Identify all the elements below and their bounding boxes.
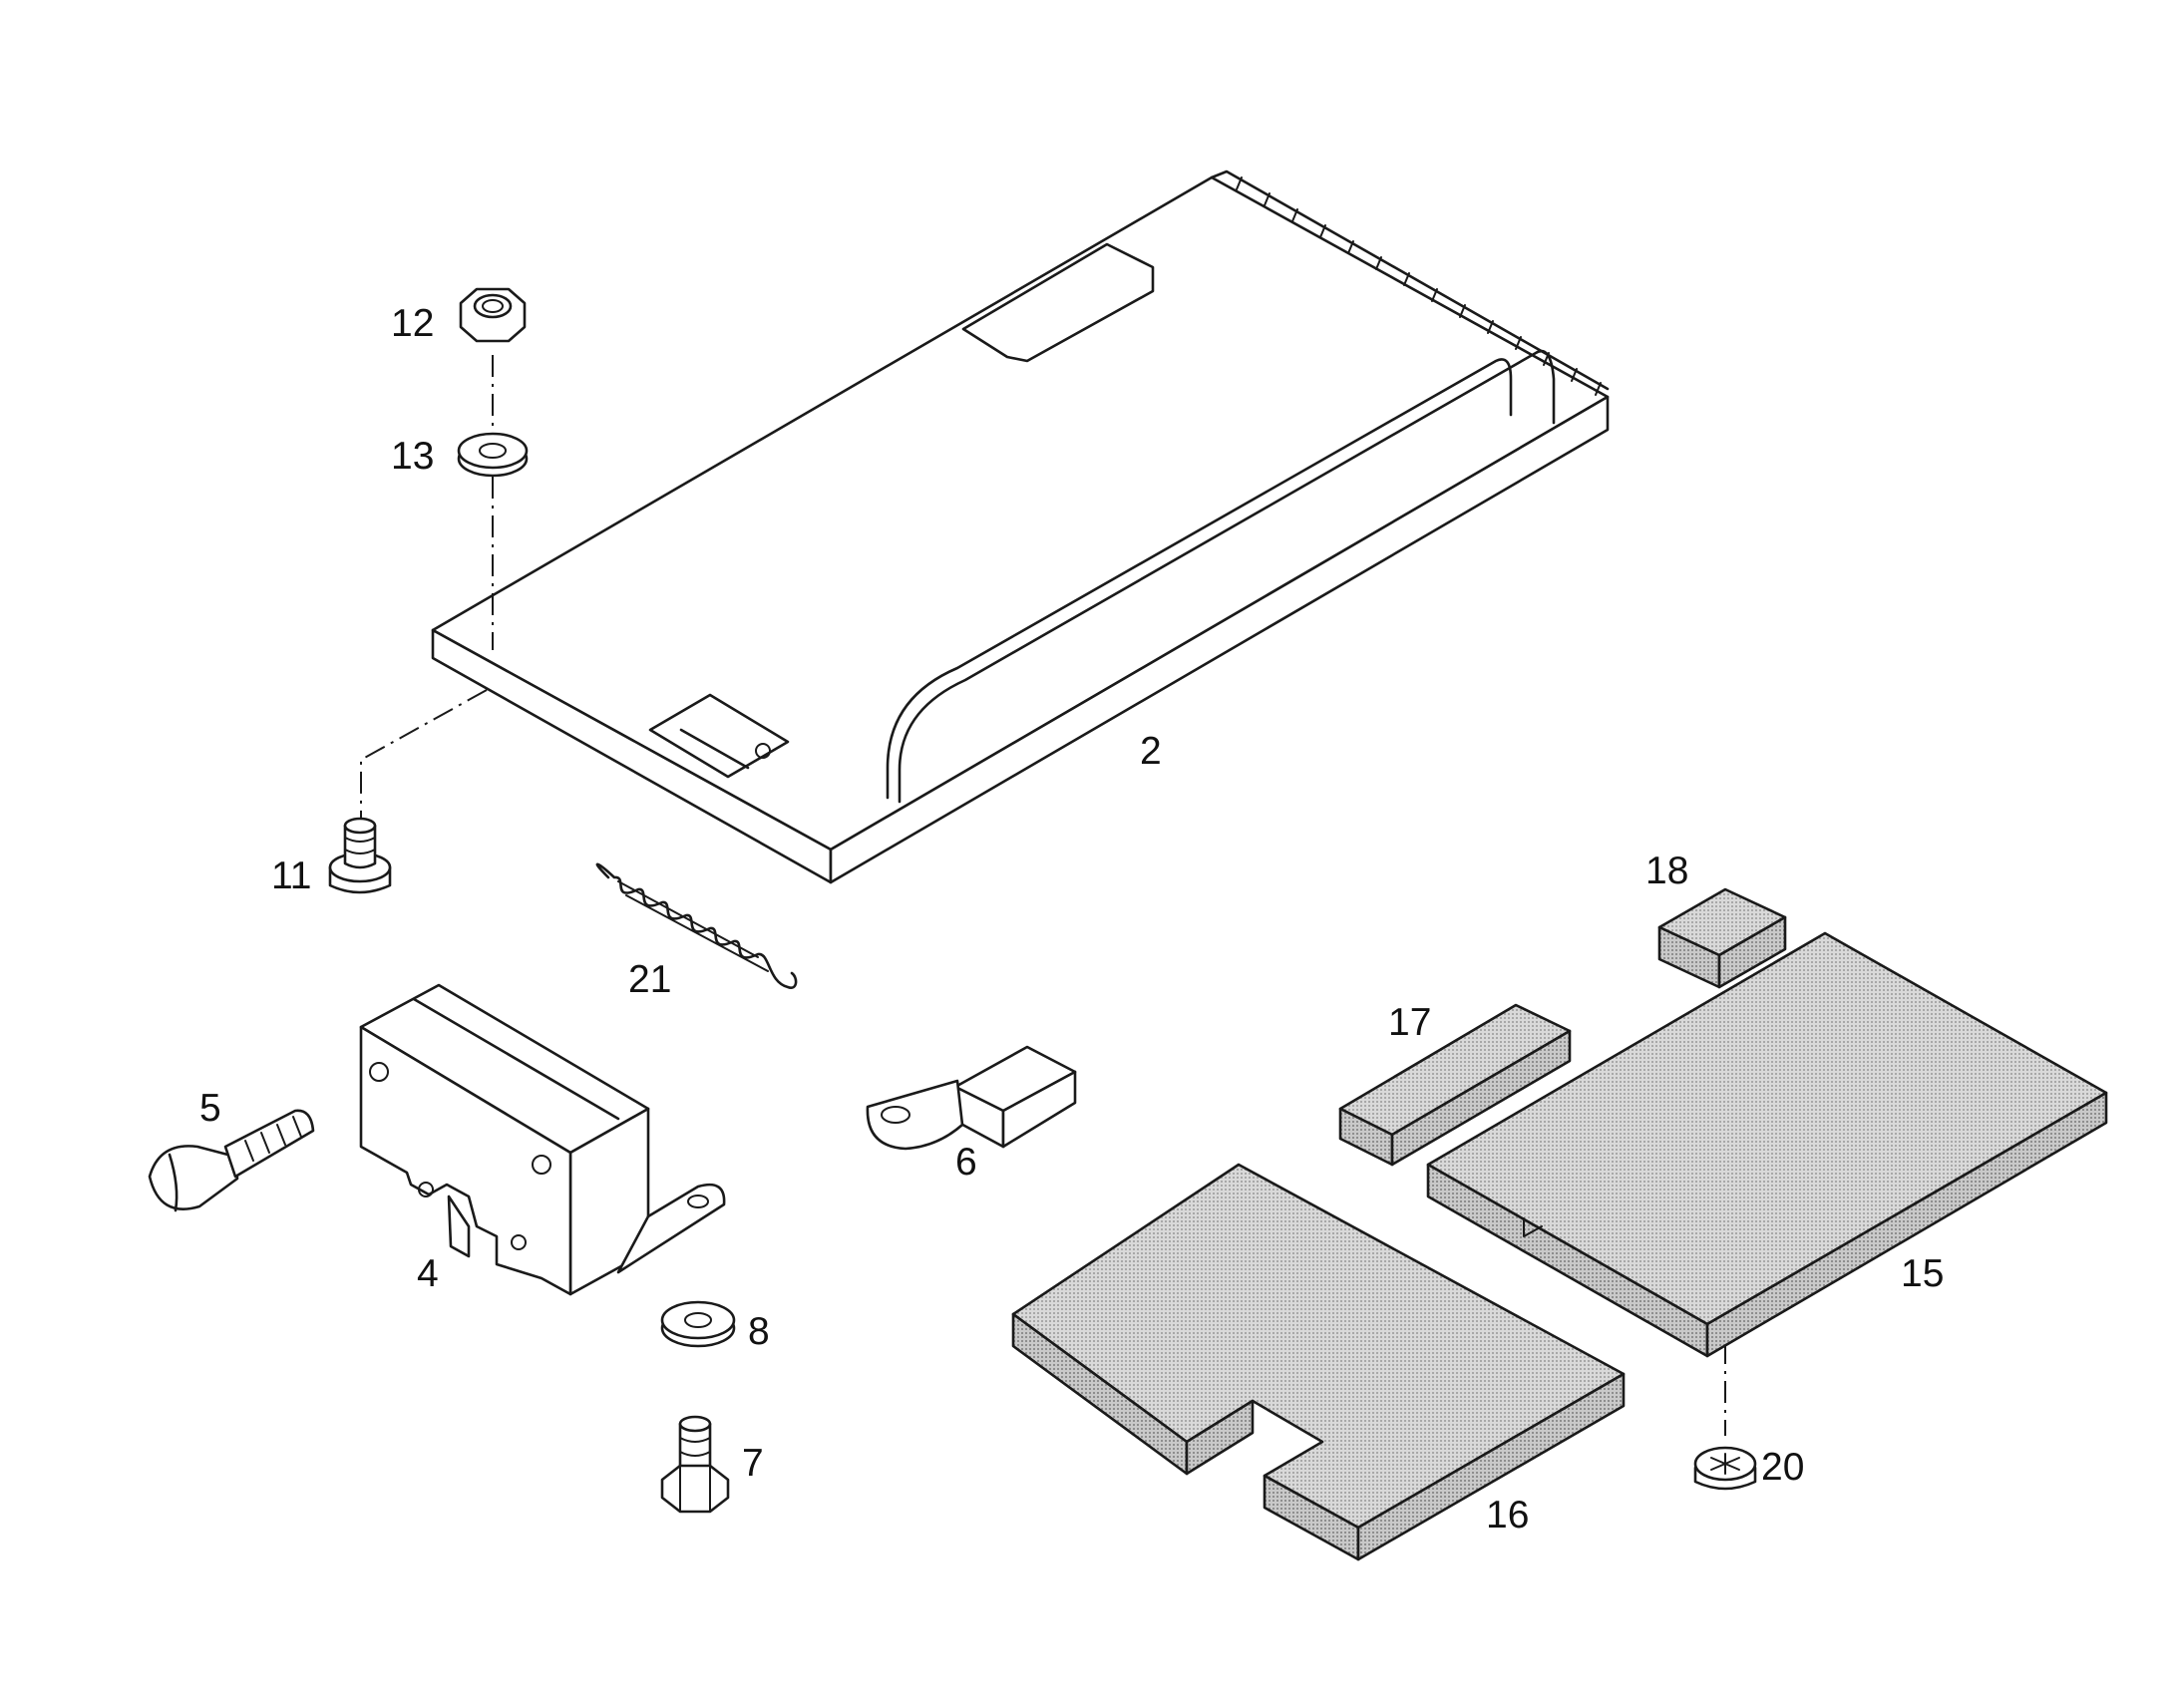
callout-18: 18 [1645, 850, 1688, 892]
part-18-felt-block: 18 [1645, 850, 1787, 989]
part-5-slotted-screw: 5 [148, 1087, 315, 1212]
callout-8: 8 [748, 1310, 770, 1353]
callout-17: 17 [1388, 1001, 1431, 1044]
part-4-lock-housing: 4 [359, 983, 726, 1296]
callout-16: 16 [1486, 1494, 1529, 1537]
part-16-felt-pad-notched: 16 [1011, 1163, 1626, 1561]
callout-6: 6 [955, 1141, 977, 1184]
part-11-screw: 11 [271, 817, 392, 897]
part-7-hex-bolt: 7 [660, 1415, 764, 1514]
callout-2: 2 [1140, 730, 1162, 773]
part-6-bracket: 6 [866, 1045, 1077, 1184]
assembly-lines [360, 355, 1726, 1436]
callout-20: 20 [1761, 1446, 1804, 1489]
part-13-washer: 13 [391, 432, 529, 478]
callout-15: 15 [1901, 1252, 1944, 1295]
part-20-screw: 20 [1693, 1446, 1804, 1491]
callout-12: 12 [391, 302, 434, 345]
part-21-spring: 21 [595, 862, 798, 1001]
callout-7: 7 [742, 1442, 764, 1485]
part-12-hex-nut: 12 [391, 287, 527, 345]
part-17-felt-strip: 17 [1338, 1001, 1572, 1167]
callout-11: 11 [271, 854, 312, 897]
callout-13: 13 [391, 435, 434, 478]
callout-4: 4 [417, 1252, 439, 1295]
callout-21: 21 [628, 958, 671, 1001]
part-15-felt-pad: 15 [1426, 931, 2108, 1358]
part-8-washer: 8 [660, 1300, 770, 1353]
callout-5: 5 [199, 1087, 221, 1130]
part-2-cover-plate: 2 [431, 170, 1610, 884]
